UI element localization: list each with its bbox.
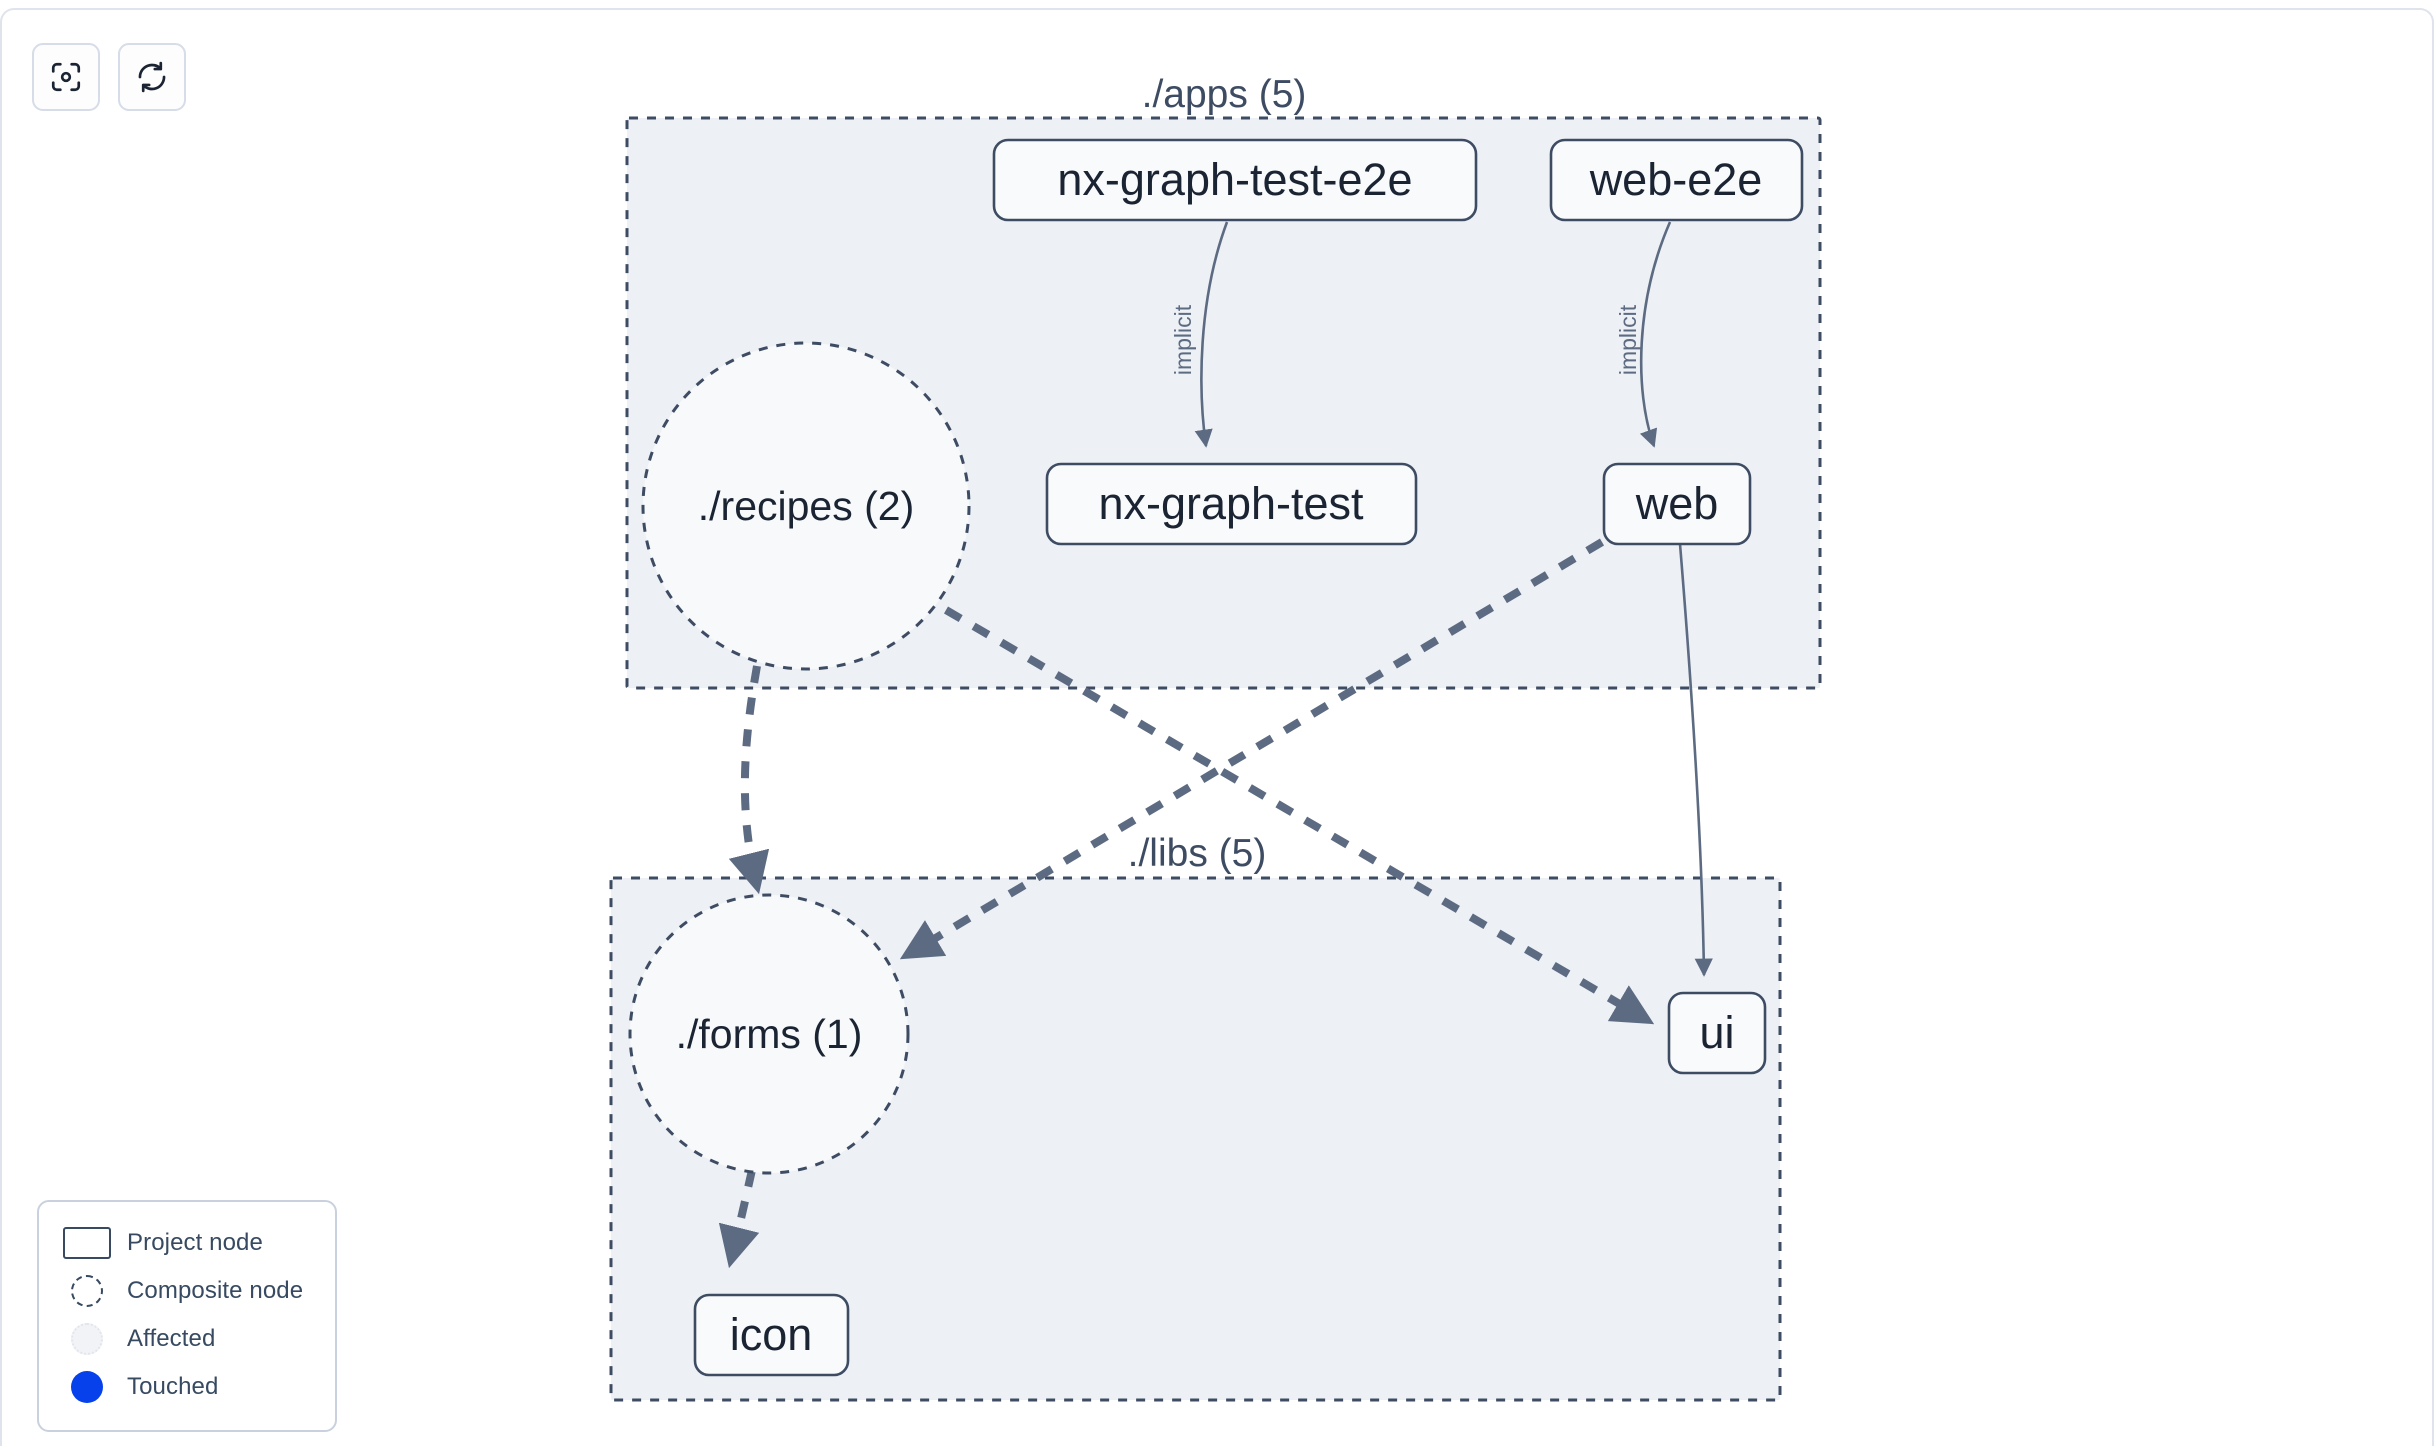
node-nx-graph-test-e2e[interactable]: nx-graph-test-e2e [992,138,1478,222]
node-nx-graph-test-e2e-box[interactable] [992,138,1478,222]
node-web[interactable]: web [1602,462,1752,546]
legend-item-composite-node: Composite node [61,1267,315,1315]
node-ui-label: ui [1699,1007,1734,1058]
node-forms-circle[interactable] [628,893,910,1175]
node-web-e2e[interactable]: web-e2e [1549,138,1804,222]
edge-web-forms[interactable] [899,538,1605,960]
affected-swatch [61,1322,113,1356]
node-recipes-label: ./recipes (2) [698,483,914,529]
graph-app-frame: ./apps (5) ./libs (5) implicit implicit … [0,8,2434,1446]
node-forms-label: ./forms (1) [676,1011,863,1057]
group-apps-label: ./apps (5) [1142,73,1307,116]
refresh-icon [135,60,169,94]
edge-web-ui[interactable] [1678,543,1713,977]
node-nx-graph-test-box[interactable] [1045,462,1418,546]
node-forms[interactable]: ./forms (1) [628,893,910,1175]
node-web-e2e-box[interactable] [1549,138,1804,222]
group-libs-label: ./libs (5) [1128,832,1267,875]
node-icon[interactable]: icon [693,1293,850,1377]
node-web-label: web [1635,478,1719,529]
graph-legend: Project node Composite node Affected Tou… [37,1200,337,1432]
node-icon-label: icon [730,1309,813,1360]
legend-item-touched: Touched [61,1363,315,1411]
project-node-swatch [61,1226,113,1260]
composite-node-swatch [61,1274,113,1308]
node-icon-box[interactable] [693,1293,850,1377]
node-nx-graph-test[interactable]: nx-graph-test [1045,462,1418,546]
legend-label-project-node: Project node [127,1229,263,1256]
edge-web-e2e-web[interactable] [1639,221,1672,448]
node-web-e2e-label: web-e2e [1589,154,1763,205]
legend-label-composite-node: Composite node [127,1277,304,1304]
edge-nx-graph-test-e2e-nx-graph-test[interactable] [1194,221,1229,448]
project-graph[interactable]: ./apps (5) ./libs (5) implicit implicit … [2,10,2434,1456]
graph-toolbar [32,43,186,111]
touched-swatch [61,1370,113,1404]
node-web-box[interactable] [1602,462,1752,546]
refresh-graph-button[interactable] [118,43,186,111]
node-ui[interactable]: ui [1667,991,1767,1075]
node-recipes-circle[interactable] [641,341,971,671]
node-nx-graph-test-label: nx-graph-test [1098,478,1364,529]
edge-label-implicit-2: implicit [1615,304,1641,375]
legend-item-project-node: Project node [61,1219,315,1267]
node-ui-box[interactable] [1667,991,1767,1075]
edge-label-implicit-1: implicit [1170,304,1196,375]
legend-label-affected: Affected [127,1325,216,1352]
focus-graph-button[interactable] [32,43,100,111]
edge-forms-icon[interactable] [718,1169,760,1269]
legend-item-affected: Affected [61,1315,315,1363]
edge-recipes-forms[interactable] [728,665,770,895]
legend-label-touched: Touched [127,1373,219,1400]
node-nx-graph-test-e2e-label: nx-graph-test-e2e [1057,154,1412,205]
node-recipes[interactable]: ./recipes (2) [641,341,971,671]
edge-recipes-ui[interactable] [943,606,1655,1025]
viewfinder-icon [49,60,83,94]
